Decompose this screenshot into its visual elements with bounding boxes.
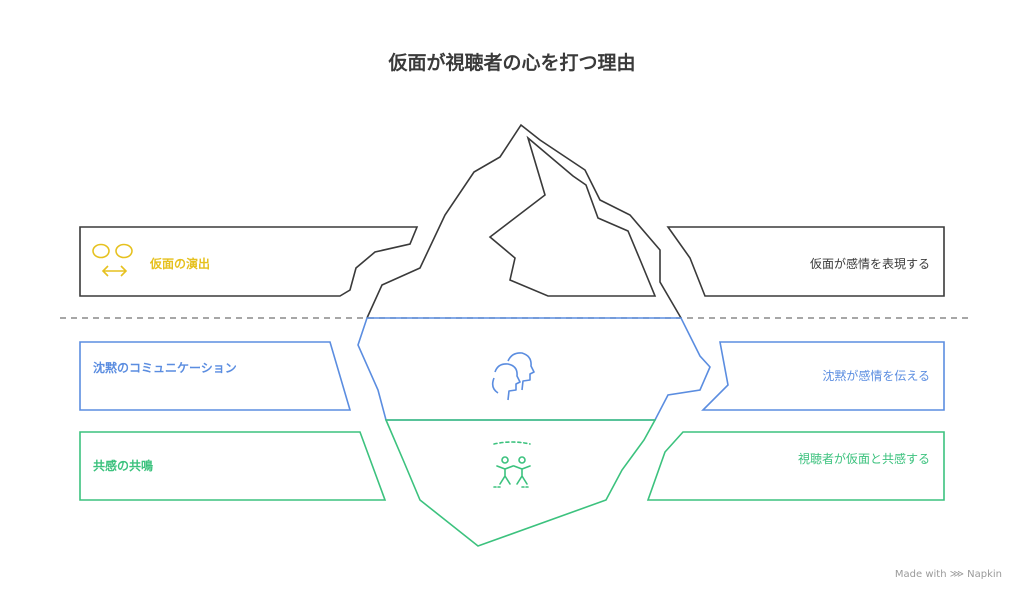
left-panel-mid bbox=[79, 341, 352, 411]
two-people-icon bbox=[493, 441, 531, 488]
page-title: 仮面が視聴者の心を打つ理由 bbox=[388, 52, 636, 74]
right-panel-top bbox=[666, 226, 945, 297]
left-label-silent-communication: 沈黙のコミュニケーション bbox=[93, 361, 237, 375]
iceberg-mid-band bbox=[357, 317, 711, 421]
masks-arrows-icon bbox=[92, 243, 133, 277]
right-label-viewer-empathizes: 視聴者が仮面と共感する bbox=[797, 452, 930, 466]
right-label-mask-expresses-emotion: 仮面が感情を表現する bbox=[809, 257, 930, 271]
iceberg-peak-outer bbox=[366, 123, 682, 319]
iceberg-bottom-band bbox=[384, 419, 657, 547]
two-faces-icon bbox=[491, 352, 535, 401]
iceberg-peak-inner bbox=[488, 135, 657, 297]
left-panel-top bbox=[79, 226, 419, 297]
right-panel-mid bbox=[701, 341, 945, 411]
right-panel-bottom bbox=[646, 431, 945, 501]
right-label-silence-conveys-emotion: 沈黙が感情を伝える bbox=[822, 369, 930, 383]
napkin-watermark: Made with ⋙ Napkin bbox=[894, 569, 1002, 580]
left-label-empathy-resonance: 共感の共鳴 bbox=[93, 459, 154, 473]
left-label-mask-direction: 仮面の演出 bbox=[150, 257, 211, 271]
left-panel-bottom bbox=[79, 431, 387, 501]
